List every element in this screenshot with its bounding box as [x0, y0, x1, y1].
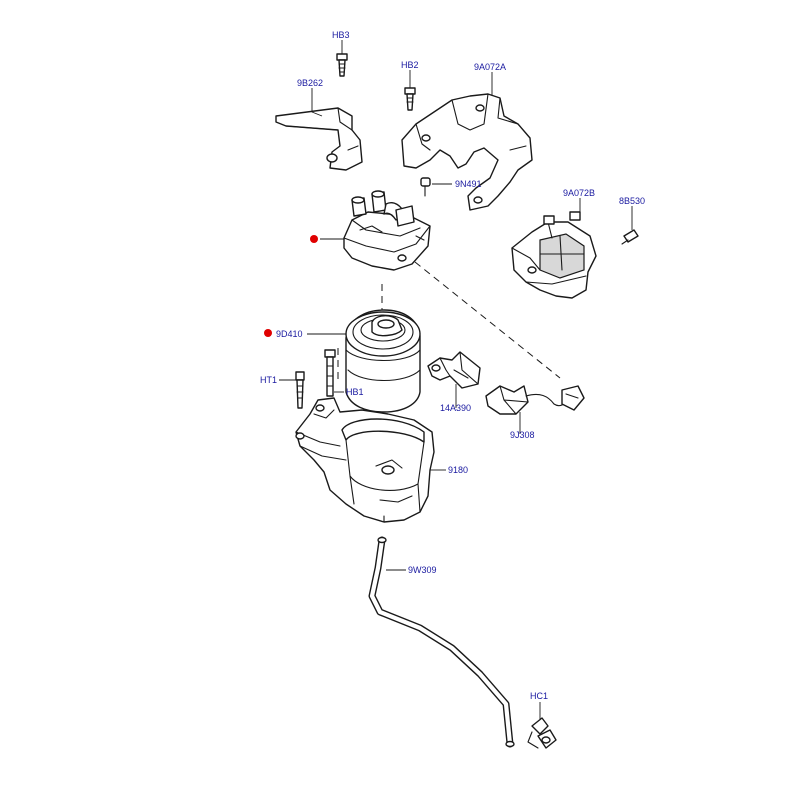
bracket-9b262 — [275, 107, 363, 171]
engine-mount-9a072b — [511, 211, 597, 299]
callout-9b262: 9B262 — [297, 78, 323, 88]
connector-14a390 — [427, 351, 481, 389]
callout-hc1: HC1 — [530, 691, 548, 701]
callout-9a072a: 9A072A — [474, 62, 506, 72]
callout-9180: 9180 — [448, 465, 468, 475]
highlight-markers — [264, 235, 318, 337]
callout-9a072b: 9A072B — [563, 188, 595, 198]
callout-hb2: HB2 — [401, 60, 419, 70]
sensor-9j308 — [485, 385, 585, 415]
callout-leaders — [279, 40, 633, 720]
clip-hc1 — [527, 717, 557, 749]
callout-9j308: 9J308 — [510, 430, 535, 440]
callout-14a390: 14A390 — [440, 403, 471, 413]
filter-element-9d410 — [345, 309, 421, 413]
bolt-hb1 — [324, 349, 336, 397]
stud-ht1 — [295, 371, 305, 409]
callout-9w309: 9W309 — [408, 565, 437, 575]
callout-8b530: 8B530 — [619, 196, 645, 206]
bolt-9n491 — [420, 177, 431, 197]
highlight-dot — [310, 235, 318, 243]
highlight-dot — [264, 329, 272, 337]
callout-hb3: HB3 — [332, 30, 350, 40]
assembly-axis-lines — [337, 261, 561, 380]
callout-ht1: HT1 — [260, 375, 277, 385]
filter-housing-9180 — [295, 397, 435, 523]
pin-8b530 — [621, 229, 639, 245]
callout-9n491: 9N491 — [455, 179, 482, 189]
callout-labels: HB3 HB2 9A072A 9B262 9N491 9A072B 8B530 … — [260, 30, 645, 701]
bracket-9a072a — [401, 93, 533, 211]
callout-9d410: 9D410 — [276, 329, 303, 339]
bolt-hb3 — [336, 53, 348, 77]
fuel-filter-head — [343, 190, 431, 271]
callout-hb1: HB1 — [346, 387, 364, 397]
bolt-hb2 — [404, 87, 416, 111]
fuel-tube-9w309 — [368, 536, 515, 748]
